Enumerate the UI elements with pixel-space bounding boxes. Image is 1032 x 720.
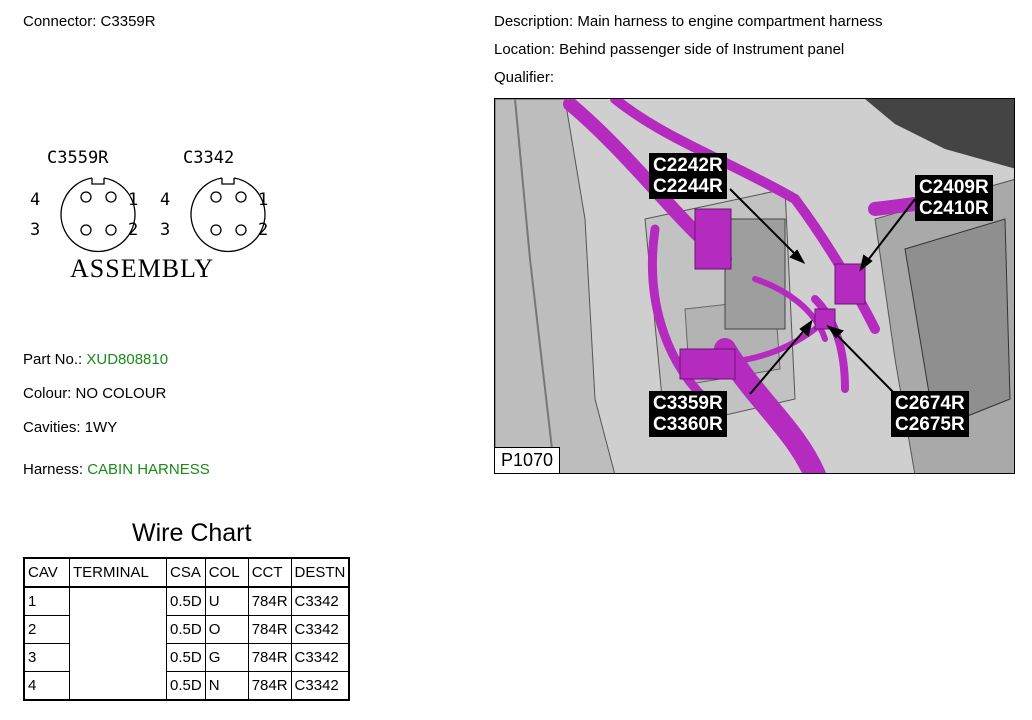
cell-cct: 784R — [247, 671, 292, 701]
callout-c2674r: C2674R C2675R — [891, 391, 969, 437]
left-connector-title: C3559R — [47, 148, 109, 168]
table-row: 2 0.5D O 784R C3342 — [23, 615, 350, 644]
cell-cct: 784R — [247, 615, 292, 644]
cell-col: O — [204, 615, 249, 644]
right-pin-1: 1 — [258, 190, 269, 210]
harness-link[interactable]: CABIN HARNESS — [87, 461, 210, 478]
description-value: Main harness to engine compartment harne… — [577, 13, 883, 30]
right-pin-4: 4 — [160, 190, 171, 210]
colour-value: NO COLOUR — [75, 385, 167, 402]
description-label: Description: — [494, 13, 574, 30]
callout-line: C2242R — [653, 155, 723, 176]
cell-col: N — [204, 671, 249, 701]
header-cav: CAV — [23, 557, 70, 588]
cell-destn: C3342 — [290, 671, 350, 701]
photo-reference-tag: P1070 — [495, 447, 561, 473]
cell-csa: 0.5D — [166, 671, 206, 701]
callout-c2242r: C2242R C2244R — [649, 153, 727, 199]
part-no-info: Part No.: XUD808810 — [23, 351, 168, 368]
connector-pinout-diagram: C3559R C3342 4 1 3 2 4 1 3 2 ASSEMBLY — [20, 140, 280, 290]
cell-cav: 2 — [23, 615, 70, 644]
cell-cct: 784R — [247, 586, 292, 616]
callout-line: C2244R — [653, 176, 723, 197]
left-pin-4: 4 — [30, 190, 41, 210]
table-header-row: CAV TERMINAL CSA COL CCT DESTN — [23, 557, 350, 588]
wire-chart-title: Wire Chart — [132, 519, 252, 547]
header-destn: DESTN — [290, 557, 350, 588]
cell-csa: 0.5D — [166, 586, 206, 616]
connector-value: C3359R — [100, 13, 156, 30]
header-cct: CCT — [247, 557, 292, 588]
callout-line: C3360R — [653, 414, 723, 435]
cell-destn: C3342 — [290, 615, 350, 644]
header-terminal: TERMINAL — [69, 557, 167, 588]
connector-face-drawing — [60, 177, 266, 253]
cell-cav: 1 — [23, 586, 70, 616]
cavities-info: Cavities: 1WY — [23, 419, 117, 436]
cell-terminal — [69, 586, 167, 701]
right-connector-title: C3342 — [183, 148, 235, 168]
connector-label: Connector: — [23, 13, 97, 30]
location-photo: C2242R C2244R C2409R C2410R C3359R C3360… — [494, 98, 1015, 474]
location-info: Location: Behind passenger side of Instr… — [494, 41, 844, 58]
cell-cct: 784R — [247, 643, 292, 672]
right-connector-face — [190, 177, 266, 253]
harness-label: Harness: — [23, 461, 84, 478]
description-info: Description: Main harness to engine comp… — [494, 13, 883, 30]
harness-info: Harness: CABIN HARNESS — [23, 461, 210, 478]
header-col: COL — [204, 557, 249, 588]
header-csa: CSA — [166, 557, 206, 588]
table-row: 1 0.5D U 784R C3342 — [23, 586, 350, 701]
cell-col: U — [204, 586, 249, 616]
callout-c3359r: C3359R C3360R — [649, 391, 727, 437]
cell-cav: 4 — [23, 671, 70, 701]
qualifier-info: Qualifier: — [494, 69, 554, 86]
callout-c2409r: C2409R C2410R — [915, 175, 993, 221]
right-pin-2: 2 — [258, 220, 269, 240]
colour-info: Colour: NO COLOUR — [23, 385, 166, 402]
cell-destn: C3342 — [290, 643, 350, 672]
location-label: Location: — [494, 41, 555, 58]
left-pin-2: 2 — [128, 220, 139, 240]
colour-label: Colour: — [23, 385, 72, 402]
callout-line: C2674R — [895, 393, 965, 414]
callout-line: C3359R — [653, 393, 723, 414]
cavities-value: 1WY — [84, 419, 118, 436]
qualifier-label: Qualifier: — [494, 69, 555, 86]
table-row: 3 0.5D G 784R C3342 — [23, 643, 350, 672]
cell-cav: 3 — [23, 643, 70, 672]
part-no-label: Part No.: — [23, 351, 83, 368]
cell-csa: 0.5D — [166, 615, 206, 644]
cell-col: G — [204, 643, 249, 672]
part-no-link[interactable]: XUD808810 — [86, 351, 169, 368]
wire-chart-table: CAV TERMINAL CSA COL CCT DESTN 1 0.5D U … — [23, 557, 351, 701]
cavities-label: Cavities: — [23, 419, 81, 436]
right-pin-3: 3 — [160, 220, 171, 240]
left-pin-1: 1 — [128, 190, 139, 210]
table-row: 4 0.5D N 784R C3342 — [23, 671, 350, 701]
connector-info: Connector: C3359R — [23, 13, 156, 30]
callout-line: C2409R — [919, 177, 989, 198]
cell-csa: 0.5D — [166, 643, 206, 672]
left-connector-face — [60, 177, 136, 253]
cell-destn: C3342 — [290, 586, 350, 616]
callout-line: C2410R — [919, 198, 989, 219]
callout-line: C2675R — [895, 414, 965, 435]
left-pin-3: 3 — [30, 220, 41, 240]
assembly-caption: ASSEMBLY — [70, 254, 215, 283]
location-value: Behind passenger side of Instrument pane… — [559, 41, 845, 58]
